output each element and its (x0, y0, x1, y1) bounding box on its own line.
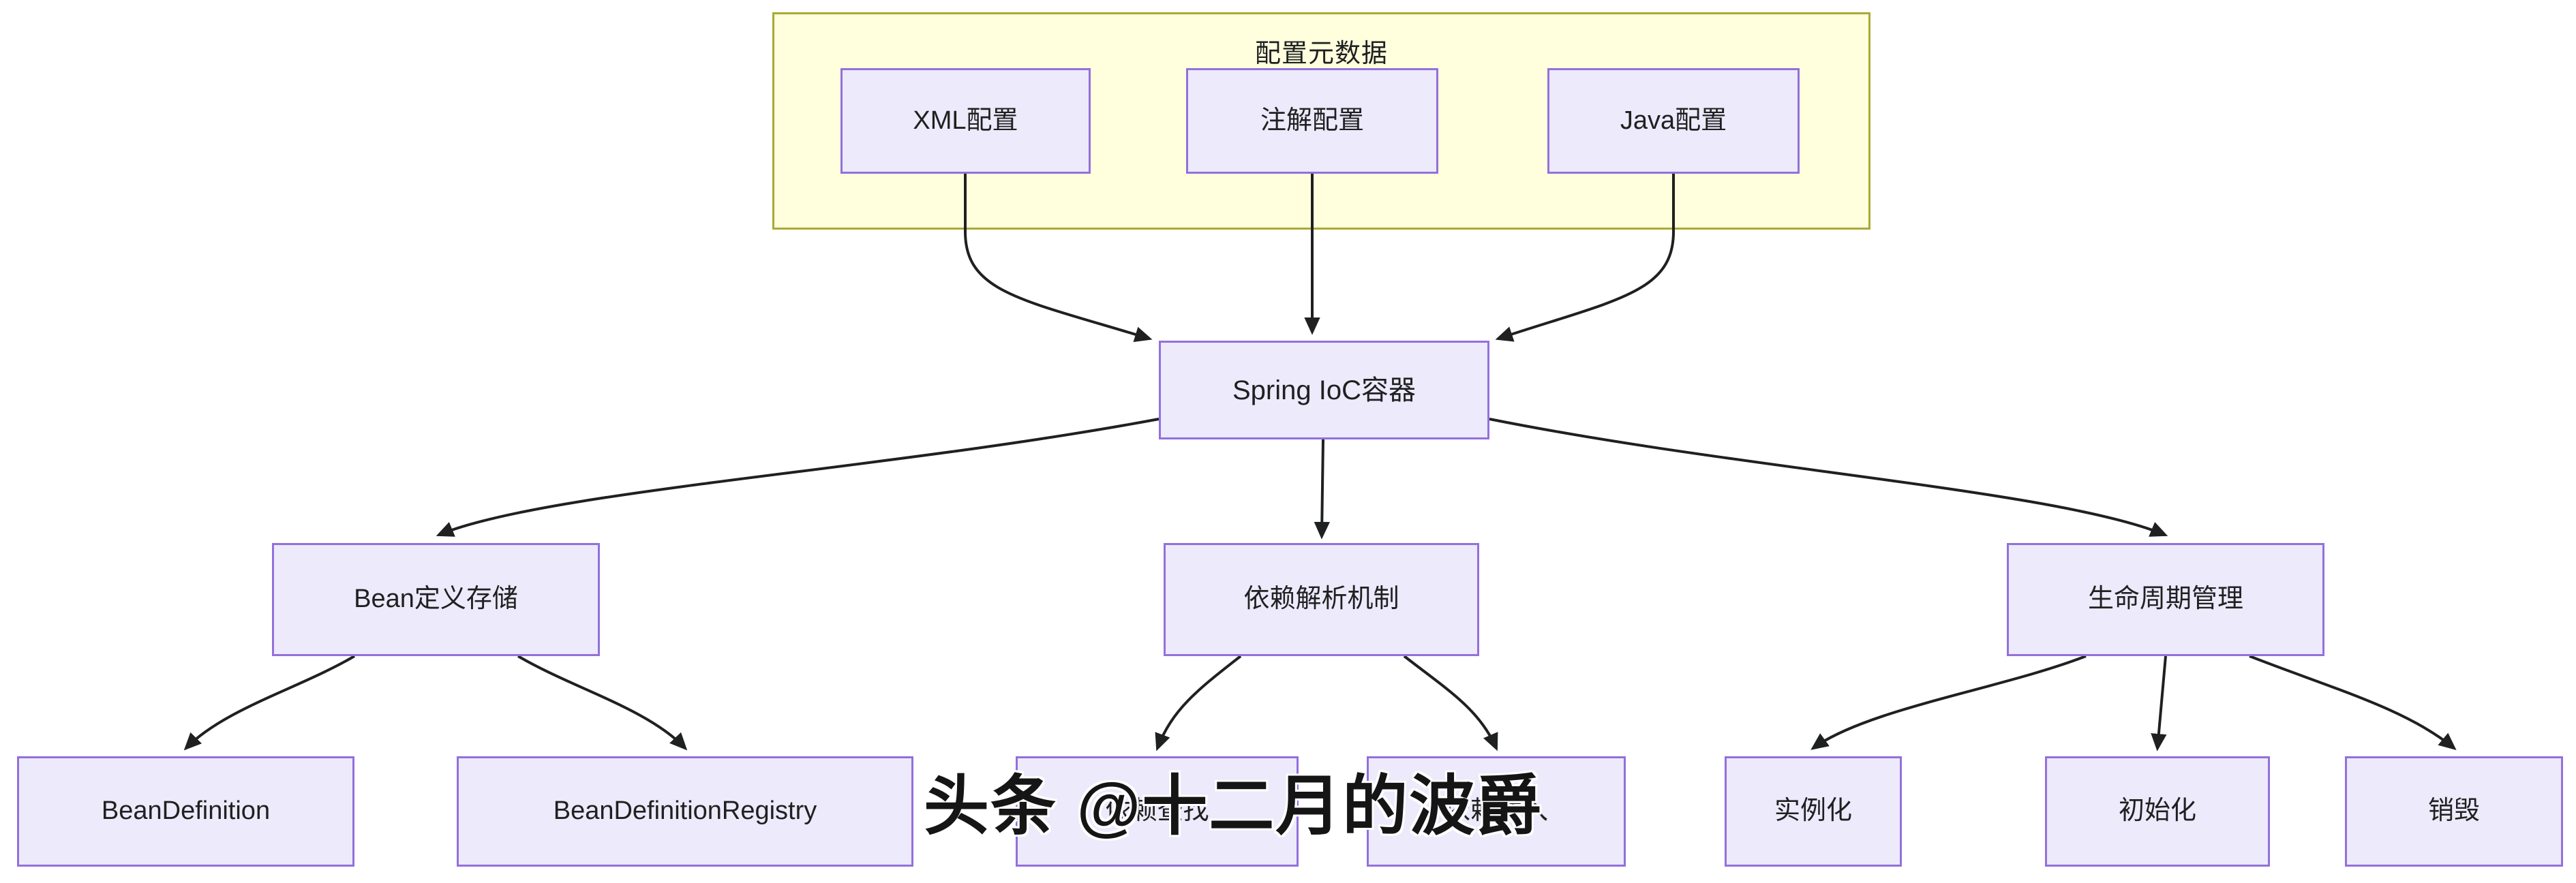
node-label-destruction: 销毁 (2427, 796, 2480, 826)
node-initialization[interactable]: 初始化 (2045, 756, 2270, 867)
node-label-dependency-injection: 依赖注入 (1444, 796, 1548, 826)
node-label-dependency-resolution: 依赖解析机制 (1243, 585, 1399, 614)
node-label-annotation-config: 注解配置 (1260, 106, 1364, 135)
edge-bean-definition-storage-to-bean-definition-registry (517, 655, 688, 751)
node-java-config[interactable]: Java配置 (1547, 68, 1800, 174)
edge-ioc-container-to-lifecycle-management (1489, 418, 2168, 537)
node-label-dependency-lookup: 依赖查找 (1105, 796, 1209, 826)
node-label-bean-definition: BeanDefinition (101, 796, 271, 826)
node-annotation-config[interactable]: 注解配置 (1186, 68, 1438, 174)
node-ioc-container[interactable]: Spring IoC容器 (1159, 341, 1489, 439)
edge-dependency-resolution-to-dependency-lookup (1155, 655, 1242, 752)
node-label-xml-config: XML配置 (913, 106, 1018, 135)
node-label-instantiation: 实例化 (1774, 796, 1852, 826)
edge-ioc-container-to-dependency-resolution (1314, 439, 1330, 540)
edge-lifecycle-management-to-instantiation (1810, 655, 2087, 750)
node-instantiation[interactable]: 实例化 (1725, 756, 1902, 867)
node-lifecycle-management[interactable]: 生命周期管理 (2007, 543, 2324, 656)
node-label-ioc-container: Spring IoC容器 (1232, 375, 1416, 405)
edge-dependency-resolution-to-dependency-injection (1403, 655, 1498, 752)
node-label-java-config: Java配置 (1620, 106, 1727, 135)
node-dependency-injection[interactable]: 依赖注入 (1367, 756, 1626, 867)
edge-bean-definition-storage-to-bean-definition (183, 655, 356, 751)
edge-xml-config-to-ioc-container (964, 174, 1153, 343)
edge-java-config-to-ioc-container (1495, 174, 1675, 342)
node-xml-config[interactable]: XML配置 (840, 68, 1091, 174)
node-label-initialization: 初始化 (2118, 796, 2196, 826)
edge-ioc-container-to-bean-definition-storage (436, 418, 1160, 537)
node-label-lifecycle-management: 生命周期管理 (2087, 585, 2243, 614)
node-bean-definition-storage[interactable]: Bean定义存储 (272, 543, 600, 656)
subgraph-title-config-metadata: 配置元数据 (1254, 40, 1388, 68)
node-bean-definition[interactable]: BeanDefinition (17, 756, 354, 867)
edge-lifecycle-management-to-initialization (2151, 655, 2167, 752)
node-dependency-lookup[interactable]: 依赖查找 (1016, 756, 1299, 867)
node-bean-definition-registry[interactable]: BeanDefinitionRegistry (457, 756, 913, 867)
node-label-bean-definition-storage: Bean定义存储 (354, 585, 518, 614)
node-destruction[interactable]: 销毁 (2345, 756, 2563, 867)
node-dependency-resolution[interactable]: 依赖解析机制 (1164, 543, 1479, 656)
edge-lifecycle-management-to-destruction (2249, 655, 2457, 750)
node-label-bean-definition-registry: BeanDefinitionRegistry (553, 796, 817, 826)
